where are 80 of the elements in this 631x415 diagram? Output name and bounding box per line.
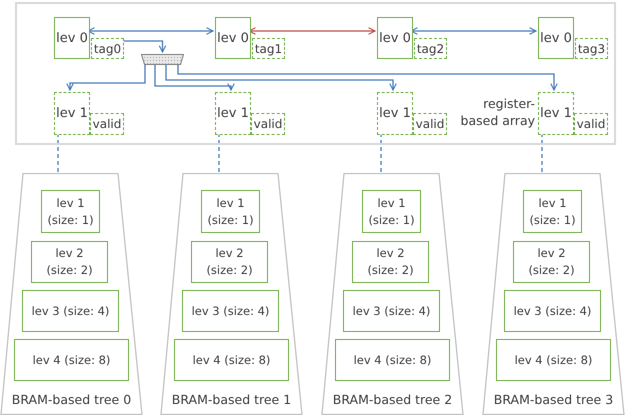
tree-label: BRAM-based tree 3: [494, 392, 614, 406]
tag-box: [252, 38, 285, 59]
level-box: [377, 17, 413, 59]
level-label: lev 1: [56, 106, 88, 121]
level-label: lev 3 (size: 4): [190, 302, 270, 320]
tag-box: [90, 113, 124, 135]
arrow: [122, 40, 166, 53]
tree-trapezoid: [160, 173, 303, 415]
tag-label: tag0: [94, 42, 122, 56]
level-box: [343, 290, 440, 332]
dashed-connector: [57, 133, 59, 173]
level-box: [335, 339, 450, 381]
level-label: lev 3 (size: 4): [512, 302, 592, 320]
level-label: lev 2 (size: 2): [205, 245, 254, 279]
tag-label: valid: [576, 117, 606, 131]
dashed-connector: [218, 133, 220, 173]
level-box: [504, 290, 601, 332]
array-panel: [15, 2, 616, 145]
level-box: [54, 17, 90, 59]
level-box: [496, 339, 611, 381]
tag-box: [91, 38, 124, 59]
level-box: [174, 339, 289, 381]
level-box: [22, 290, 119, 332]
tag-label: valid: [254, 117, 282, 131]
arrow: [66, 63, 146, 91]
level-label: lev 0: [56, 30, 88, 46]
level-label: lev 4 (size: 8): [514, 352, 594, 368]
level-label: lev 1 (size: 1): [206, 194, 255, 228]
tag-label: tag1: [254, 42, 282, 56]
tree-label: BRAM-based tree 0: [12, 392, 132, 406]
tree-trapezoid: [482, 173, 625, 415]
level-label: lev 2 (size: 2): [527, 245, 576, 279]
tag-box: [414, 38, 447, 59]
level-box: [538, 92, 574, 135]
arrow: [177, 63, 558, 91]
tag-box: [574, 113, 608, 135]
dashed-connector: [380, 133, 382, 173]
level-label: lev 2 (size: 2): [366, 245, 415, 279]
level-box: [352, 241, 429, 283]
multiplexer-trapezoid: [141, 54, 184, 65]
level-label: lev 1 (size: 1): [46, 194, 95, 228]
level-box: [538, 17, 574, 59]
level-label: lev 0: [379, 30, 411, 46]
tag-label: tag2: [416, 42, 444, 56]
tag-box: [575, 38, 608, 59]
tree-trapezoid: [0, 173, 143, 415]
level-label: lev 3 (size: 4): [352, 302, 432, 320]
tag-label: tag3: [578, 42, 606, 56]
level-box: [513, 241, 590, 283]
level-label: lev 4 (size: 8): [32, 352, 112, 368]
level-box: [14, 339, 129, 381]
level-label: lev 0: [540, 30, 572, 46]
arrow: [154, 63, 235, 91]
tag-label: valid: [92, 117, 122, 131]
level-label: lev 4 (size: 8): [192, 352, 272, 368]
level-box: [54, 92, 90, 135]
level-label: lev 1: [379, 106, 411, 121]
level-box: [215, 17, 251, 59]
tree-label: BRAM-based tree 2: [332, 392, 452, 406]
level-label: lev 1 (size: 1): [367, 194, 416, 228]
tree-trapezoid: [321, 173, 464, 415]
dashed-connector: [541, 133, 543, 173]
arrow: [165, 63, 397, 91]
array-label: register-based array: [460, 95, 535, 129]
level-label: lev 3 (size: 4): [30, 302, 110, 320]
level-label: lev 2 (size: 2): [45, 245, 94, 279]
level-label: lev 1: [540, 106, 572, 121]
level-box: [31, 241, 108, 283]
level-box: [182, 290, 279, 332]
level-box: [191, 241, 268, 283]
tag-box: [251, 113, 285, 135]
level-label: lev 0: [217, 30, 249, 46]
level-label: lev 4 (size: 8): [352, 352, 432, 368]
level-label: lev 1: [217, 106, 249, 121]
level-box: [215, 92, 251, 135]
tag-label: valid: [416, 117, 444, 131]
tag-box: [413, 113, 447, 135]
tree-label: BRAM-based tree 1: [172, 392, 292, 406]
level-box: [377, 92, 413, 135]
level-label: lev 1 (size: 1): [528, 194, 577, 228]
